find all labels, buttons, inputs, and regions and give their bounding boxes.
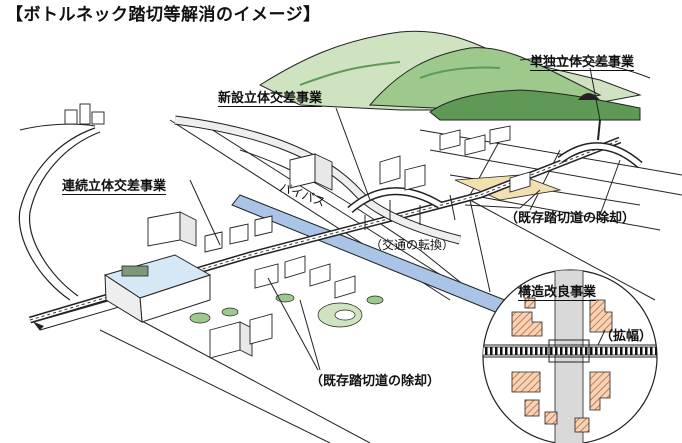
mountain-range [258, 30, 651, 121]
leader-lines [189, 67, 601, 371]
bypass-road [174, 115, 462, 245]
magnifier-leader [469, 199, 656, 301]
label-widening: （拡幅） [600, 329, 653, 344]
label-structure-improvement: 構造改良事業 [518, 285, 597, 301]
station [103, 254, 212, 323]
tunnel-portal [578, 93, 600, 100]
buildings [64, 103, 531, 359]
label-new-grade-separation: 新設立体交差事業 [218, 91, 323, 107]
label-removal-upper: （既存踏切道の除却） [505, 211, 636, 226]
curving-track [18, 127, 101, 301]
new-overpass [347, 187, 443, 230]
page-title: 【ボトルネック踏切等解消のイメージ】 [6, 5, 321, 25]
single-overpass [557, 119, 643, 169]
label-continuous-grade-separation: 連続立体交差事業 [62, 179, 167, 195]
label-removal-lower: （既存踏切道の除却） [310, 374, 441, 389]
label-traffic-diversion: （交通の転換） [370, 238, 455, 252]
green-areas [189, 293, 384, 328]
label-single-grade-separation: 単独立体交差事業 [530, 55, 635, 71]
magnifier-detail [482, 269, 658, 443]
